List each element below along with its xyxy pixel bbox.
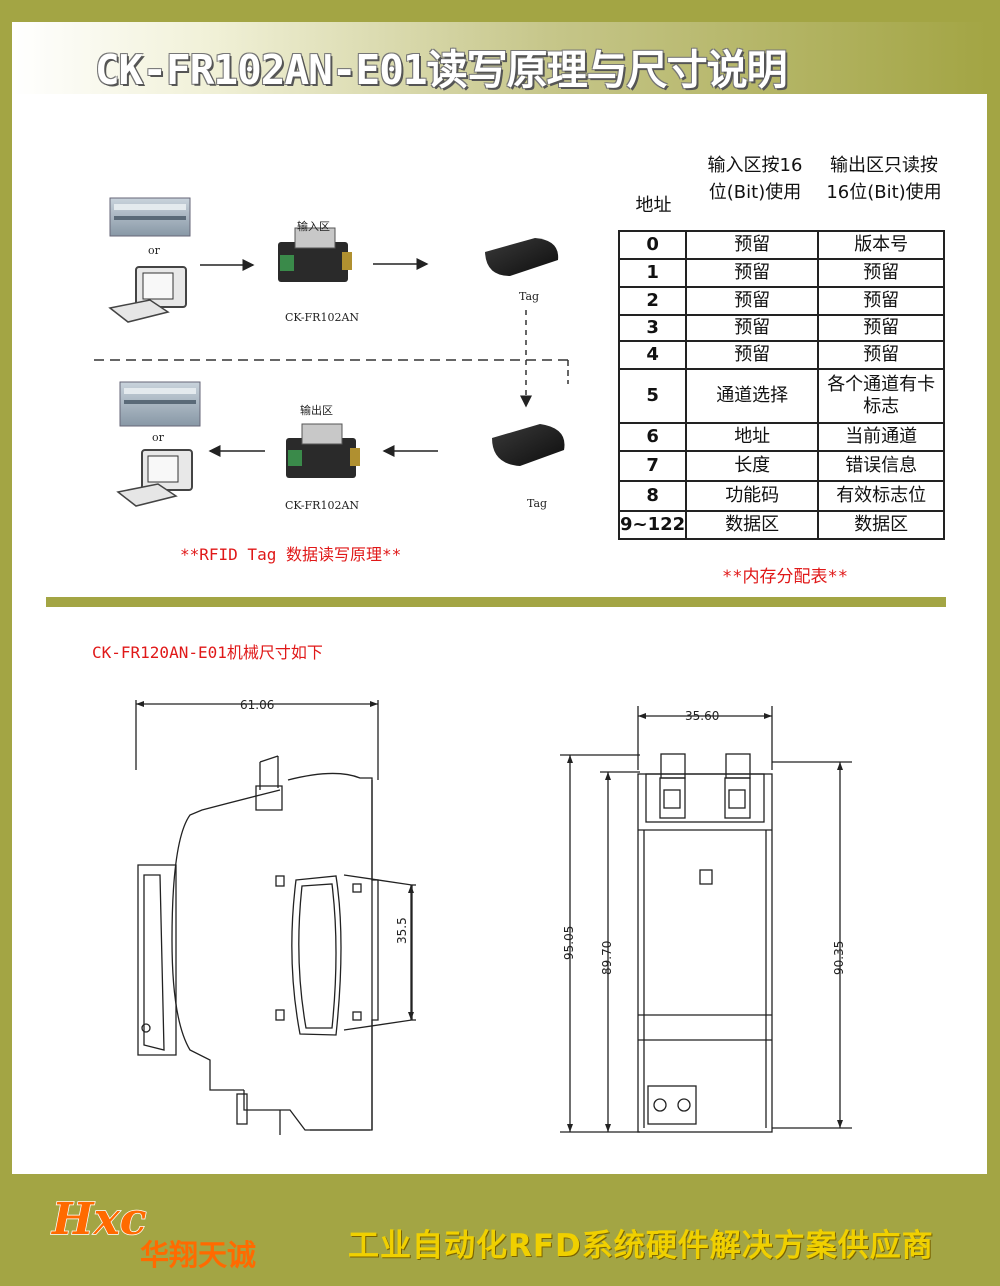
- title-bar: [12, 22, 987, 94]
- footer-slogan: 工业自动化RFD系统硬件解决方案供应商: [348, 1228, 934, 1264]
- company-name: 华翔天诚: [140, 1238, 257, 1272]
- table-header-input: 输入区按16位(Bit)使用: [707, 155, 803, 203]
- table-cell-input: 预留: [685, 314, 820, 342]
- table-cell-output: 预留: [817, 314, 946, 342]
- front-width-dim: 35.60: [685, 709, 720, 723]
- table-cell-addr: 9~122: [617, 510, 688, 540]
- table-cell-input: 长度: [685, 450, 820, 482]
- table-cell-output: 预留: [817, 258, 946, 288]
- table-cell-input: 预留: [685, 258, 820, 288]
- company-logo: Hxc: [49, 1193, 147, 1246]
- table-cell-input: 通道选择: [685, 368, 820, 424]
- table-cell-output: 有效标志位: [817, 480, 946, 512]
- table-cell-output: 数据区: [817, 510, 946, 540]
- table-cell-addr: 1: [617, 258, 688, 288]
- table-cell-input: 预留: [685, 230, 820, 260]
- table-header-output: 输出区只读按16位(Bit)使用: [826, 155, 942, 203]
- table-cell-addr: 0: [617, 230, 688, 260]
- rfid-tag-bottom-icon: [492, 424, 565, 466]
- rfid-tag-top-icon: [485, 238, 559, 276]
- input-zone-label: 输入区: [297, 220, 330, 233]
- table-cell-addr: 4: [617, 340, 688, 370]
- side-view-drawing: [135, 700, 416, 1135]
- tag-label-bottom: Tag: [527, 497, 548, 510]
- device-label-top: CK-FR102AN: [285, 311, 360, 324]
- table-cell-input: 功能码: [685, 480, 820, 512]
- logo-mark: Hxc: [50, 1194, 147, 1245]
- device-label-bottom: CK-FR102AN: [285, 499, 360, 512]
- table-caption: **内存分配表**: [722, 567, 848, 587]
- tag-label-top: Tag: [519, 290, 540, 303]
- table-cell-input: 预留: [685, 286, 820, 316]
- plc-bottom-icon: [119, 381, 201, 427]
- diagram-caption: **RFID Tag 数据读写原理**: [180, 545, 402, 564]
- front-height-dim-2: 89.70: [600, 940, 614, 975]
- table-cell-addr: 3: [617, 314, 688, 342]
- pc-bottom-icon: [116, 449, 193, 507]
- rw-principle-diagram: [90, 197, 569, 507]
- output-zone-label: 输出区: [300, 404, 333, 417]
- table-cell-input: 地址: [685, 422, 820, 452]
- side-rail-dim: 35.5: [395, 917, 409, 944]
- table-cell-output: 预留: [817, 286, 946, 316]
- front-height-dim-1: 95.05: [562, 925, 576, 960]
- plc-top-icon: [109, 197, 191, 237]
- or-label-bottom: or: [152, 431, 164, 444]
- table-cell-addr: 7: [617, 450, 688, 482]
- reader-device-bottom-icon: [286, 423, 360, 478]
- reader-device-top-icon: [278, 227, 352, 282]
- table-cell-output: 预留: [817, 340, 946, 370]
- table-cell-output: 当前通道: [817, 422, 946, 452]
- table-cell-addr: 2: [617, 286, 688, 316]
- table-cell-addr: 6: [617, 422, 688, 452]
- table-cell-output: 错误信息: [817, 450, 946, 482]
- table-cell-input: 预留: [685, 340, 820, 370]
- section-divider: [46, 597, 946, 607]
- table-cell-output: 版本号: [817, 230, 946, 260]
- table-cell-input: 数据区: [685, 510, 820, 540]
- table-cell-addr: 5: [617, 368, 688, 424]
- mechanical-heading: CK-FR120AN-E01机械尺寸如下: [92, 643, 323, 662]
- table-cell-output: 各个通道有卡标志: [817, 368, 946, 424]
- page-title: CK-FR102AN-E01读写原理与尺寸说明: [95, 46, 788, 94]
- or-label-top: or: [148, 244, 160, 257]
- front-view-drawing: [560, 706, 852, 1133]
- table-cell-addr: 8: [617, 480, 688, 512]
- front-height-dim-3: 90.35: [832, 940, 846, 975]
- table-header-addr: 地址: [635, 195, 672, 216]
- pc-top-icon: [108, 266, 187, 323]
- side-width-dim: 61.06: [240, 698, 275, 712]
